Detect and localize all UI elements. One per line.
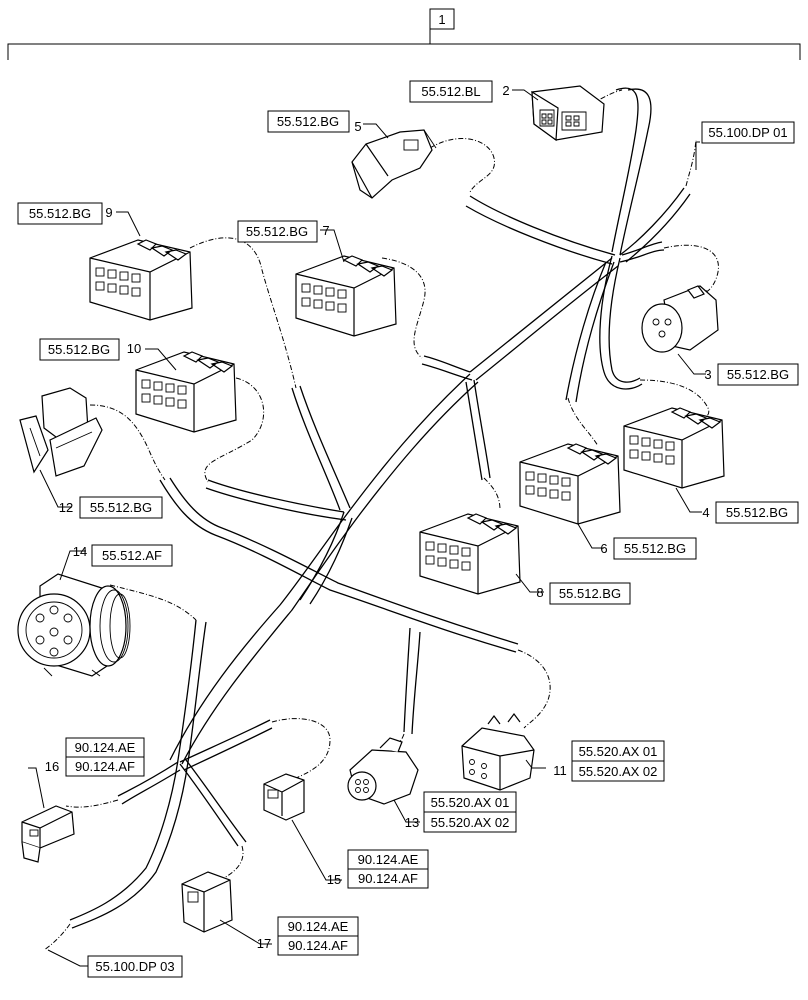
ref-label: 55.512.BG: [277, 114, 339, 129]
connector-7-icon[interactable]: [295, 255, 397, 337]
continuation-label: 55.100.DP 03: [95, 959, 174, 974]
ref-label: 90.124.AE: [288, 919, 349, 934]
callout-4: 55.512.BG 4: [702, 501, 799, 524]
callout-dp03: 55.100.DP 03: [87, 955, 183, 978]
callout-16: 90.124.AE 90.124.AF 16: [45, 737, 145, 777]
connector-17-icon[interactable]: [181, 871, 233, 933]
connector-6-icon[interactable]: [519, 443, 621, 525]
callout-number: 12: [59, 500, 73, 515]
connector-13-icon[interactable]: [347, 737, 419, 805]
ref-label: 55.520.AX 02: [431, 815, 510, 830]
ref-label: 55.512.BG: [29, 206, 91, 221]
connector-14-icon[interactable]: [17, 573, 131, 677]
connector-4-icon[interactable]: [623, 407, 725, 489]
connector-15-icon[interactable]: [263, 773, 305, 821]
ref-label: 55.512.BG: [726, 505, 788, 520]
callout-number: 7: [322, 223, 329, 238]
callout-15: 90.124.AE 90.124.AF 15: [327, 849, 429, 889]
callout-9: 55.512.BG 9: [17, 202, 113, 225]
leader-lines: [28, 89, 706, 967]
ref-label: 55.512.BL: [421, 84, 480, 99]
callout-number: 8: [536, 585, 543, 600]
callout-number: 10: [127, 341, 141, 356]
callout-11: 55.520.AX 01 55.520.AX 02 11: [553, 740, 665, 782]
dashed-leads: [43, 89, 719, 951]
ref-label: 55.512.BG: [90, 500, 152, 515]
callout-number: 16: [45, 759, 59, 774]
continuation-label: 55.100.DP 01: [708, 125, 787, 140]
ref-label: 55.520.AX 01: [579, 744, 658, 759]
connector-5-icon[interactable]: [351, 129, 437, 199]
callout-3: 55.512.BG 3: [704, 363, 799, 386]
ref-label: 90.124.AE: [75, 740, 136, 755]
callout-13: 55.520.AX 01 55.520.AX 02 13: [405, 791, 517, 833]
connector-9-icon[interactable]: [89, 239, 193, 321]
ref-label: 55.512.BG: [48, 342, 110, 357]
harness-wires: [69, 87, 691, 929]
callout-number: 3: [704, 367, 711, 382]
ref-label: 90.124.AE: [358, 852, 419, 867]
connector-8-icon[interactable]: [419, 513, 521, 595]
ref-label: 55.520.AX 01: [431, 795, 510, 810]
callout-number: 6: [600, 541, 607, 556]
callout-14: 55.512.AF 14: [73, 544, 173, 567]
callout-number: 13: [405, 815, 419, 830]
callout-6: 55.512.BG 6: [600, 537, 697, 560]
callout-number: 4: [702, 505, 709, 520]
callout-number: 15: [327, 872, 341, 887]
ref-label: 55.512.BG: [246, 224, 308, 239]
ref-label: 55.512.BG: [727, 367, 789, 382]
ref-label: 90.124.AF: [358, 871, 418, 886]
connector-11-icon[interactable]: [461, 713, 535, 791]
ref-label: 55.512.BG: [624, 541, 686, 556]
connector-3-icon[interactable]: [641, 285, 719, 353]
assembly-bracket: 1: [7, 8, 801, 60]
ref-label: 55.520.AX 02: [579, 764, 658, 779]
connector-12-icon[interactable]: [19, 387, 103, 477]
callout-7: 55.512.BG 7: [237, 220, 330, 243]
callout-number: 14: [73, 544, 87, 559]
callout-12: 55.512.BG 12: [59, 496, 163, 519]
ref-label: 90.124.AF: [288, 938, 348, 953]
callout-number: 17: [257, 936, 271, 951]
callout-5: 55.512.BG 5: [267, 110, 362, 134]
assembly-number: 1: [438, 12, 445, 27]
ref-label: 55.512.BG: [559, 586, 621, 601]
ref-label: 55.512.AF: [102, 548, 162, 563]
callout-2: 55.512.BL 2: [409, 80, 510, 103]
connector-10-icon[interactable]: [135, 351, 237, 433]
callout-8: 55.512.BG 8: [536, 582, 631, 605]
callout-number: 5: [354, 119, 361, 134]
callout-number: 11: [553, 763, 567, 778]
callout-17: 90.124.AE 90.124.AF 17: [257, 916, 359, 956]
callout-number: 2: [502, 83, 509, 98]
ref-label: 90.124.AF: [75, 759, 135, 774]
callout-10: 55.512.BG 10: [39, 338, 141, 361]
callout-number: 9: [105, 205, 112, 220]
callout-dp01: 55.100.DP 01: [701, 121, 795, 144]
connector-16-icon[interactable]: [21, 805, 75, 863]
connector-2-icon[interactable]: [531, 85, 605, 142]
